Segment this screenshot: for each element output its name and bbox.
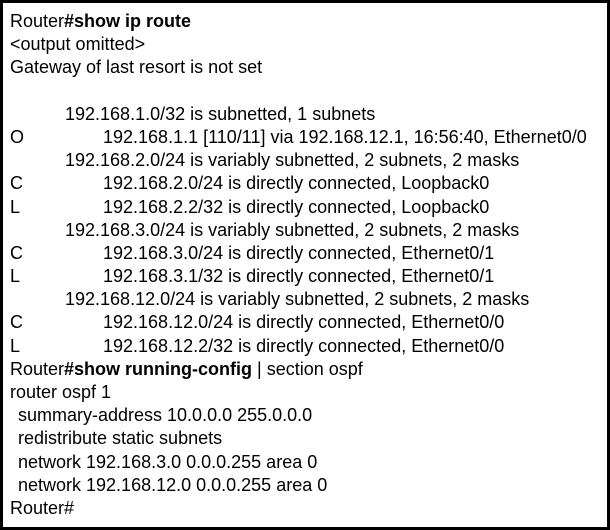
cli-text: 192.168.12.0/24 is variably subnetted, 2… [65,289,530,310]
cli-output-line: L 192.168.12.2/32 is directly connected, … [10,335,601,358]
cli-text: 192.168.3.0/24 is directly connected, Et… [103,242,495,263]
route-code: O [10,126,25,147]
cli-output-line: network 192.168.12.0 0.0.0.255 area 0 [10,474,601,497]
cli-text: 192.168.1.0/32 is subnetted, 1 subnets [65,103,376,124]
cli-command-line: Router#show ip route [10,10,601,33]
route-code: L [10,266,21,287]
cli-output-line: Gateway of last resort is not set [10,56,601,79]
cli-text: router ospf 1 [10,382,112,402]
cli-output-line: O 192.168.1.1 [110/11] via 192.168.12.1, … [10,126,601,149]
cli-prompt: Router [10,358,65,379]
cli-text: Router# [10,497,75,518]
cli-output-line: 192.168.2.0/24 is variably subnetted, 2 … [10,149,601,172]
cli-output-line: L 192.168.2.2/32 is directly connected, L… [10,196,601,219]
cli-command-line: Router#show running-config | section osp… [10,358,601,381]
route-code: C [10,173,23,194]
cli-command: #show running-config [64,358,253,379]
cli-text: 192.168.12.0/24 is directly connected, E… [103,312,505,333]
cli-output-line: L 192.168.3.1/32 is directly connected, E… [10,265,601,288]
cli-text: 192.168.2.0/24 is variably subnetted, 2 … [65,150,520,171]
cli-output-line: <output omitted> [10,33,601,56]
cli-output-line: 192.168.3.0/24 is variably subnetted, 2 … [10,219,601,242]
cli-text: 192.168.3.1/32 is directly connected, Et… [103,266,495,287]
cli-text: 192.168.2.2/32 is directly connected, Lo… [103,196,490,217]
cli-output-line: C 192.168.2.0/24 is directly connected, L… [10,172,601,195]
cli-text: redistribute static subnets [18,428,223,449]
cli-text: 192.168.3.0/24 is variably subnetted, 2 … [65,219,520,240]
cli-output: Router#show ip route<output omitted>Gate… [10,10,601,520]
cli-text: 192.168.2.0/24 is directly connected, Lo… [103,173,490,194]
cli-output-line: C 192.168.12.0/24 is directly connected, … [10,311,601,334]
cli-output-line: redistribute static subnets [10,427,601,450]
cli-output-line: network 192.168.3.0 0.0.0.255 area 0 [10,451,601,474]
cli-text: 192.168.12.2/32 is directly connected, E… [103,335,505,356]
cli-command: #show ip route [64,11,192,31]
cli-output-line: summary-address 10.0.0.0 255.0.0.0 [10,404,601,427]
cli-command-suffix: | section ospf [252,358,363,379]
route-code: L [10,335,21,356]
route-code: L [10,196,21,217]
cli-output-line: C 192.168.3.0/24 is directly connected, E… [10,242,601,265]
cli-output-line: Router# [10,497,601,520]
cli-output-line: 192.168.12.0/24 is variably subnetted, 2… [10,288,601,311]
cli-output-line: 192.168.1.0/32 is subnetted, 1 subnets [10,103,601,126]
cli-text: Gateway of last resort is not set [10,57,263,78]
cli-text: <output omitted> [10,34,146,55]
cli-text: network 192.168.12.0 0.0.0.255 area 0 [18,474,328,495]
route-code: C [10,312,23,333]
route-code: C [10,242,23,263]
cli-text: 192.168.1.1 [110/11] via 192.168.12.1, 1… [103,126,587,147]
cli-text: summary-address 10.0.0.0 255.0.0.0 [18,405,313,426]
cli-output-line: router ospf 1 [10,381,601,404]
cli-prompt: Router [10,11,65,31]
cli-text: network 192.168.3.0 0.0.0.255 area 0 [18,451,318,472]
cli-blank-line [10,80,601,103]
